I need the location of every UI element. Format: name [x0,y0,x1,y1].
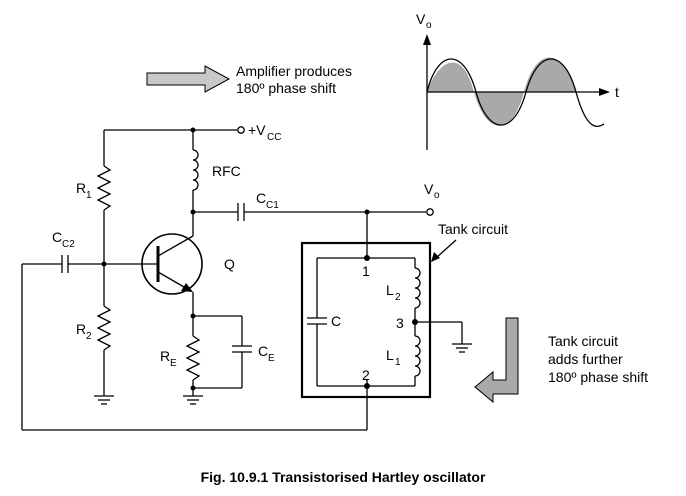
node-2-dot [364,383,370,389]
output-waveform-graph: V o t [416,11,619,150]
node-1-dot [364,255,370,261]
graph-x-arrow-icon [599,88,610,96]
tank-text-line3: 180º phase shift [548,369,648,385]
graph-y-label-sub: o [426,20,432,31]
tank-callout-line [435,239,457,259]
r1-resistor-icon [96,165,112,211]
ground-icon [183,395,203,405]
tank-circuit-label: Tank circuit [438,221,508,237]
tank-text-line1: Tank circuit [548,333,618,349]
tank-circuit-box [300,241,432,399]
l2-coil-icon [414,267,421,309]
waveform-fill [427,57,576,126]
node-dot [190,385,196,391]
node-3-label: 3 [396,315,404,331]
ground-icon [94,395,114,405]
tank-text-line2: adds further [548,351,623,367]
l1-label: L [386,347,394,363]
bent-arrow-icon [474,317,519,404]
right-arrow-icon [146,65,231,93]
r1-label: R [76,180,86,196]
vo-label: V [424,181,434,197]
q-label: Q [224,256,235,272]
node-1-label: 1 [362,263,370,279]
amplifier-annotation: Amplifier produces 180º phase shift [146,63,352,96]
node-2-label: 2 [362,367,370,383]
l1-label-sub: 1 [395,357,401,368]
tank-annotation: Tank circuit adds further 180º phase shi… [474,317,648,404]
re-label: R [160,348,170,364]
callout-arrow-icon [431,252,440,262]
l2-label-sub: 2 [395,292,401,303]
r1-label-sub: 1 [86,190,92,201]
figure-caption: Fig. 10.9.1 Transistorised Hartley oscil… [201,469,486,485]
tank-c-label: C [331,313,341,329]
re-resistor-icon [185,335,201,381]
l1-coil-icon [414,335,421,377]
transistor-body [141,233,203,295]
graph-y-label: V [416,11,426,27]
ce-label: C [258,343,268,359]
cc1-label: C [256,190,266,206]
r2-label-sub: 2 [86,331,92,342]
vo-terminal [426,208,434,216]
graph-y-arrow-icon [423,34,431,45]
feedback-coupling: C C2 [21,229,367,431]
vcc-label: +V [248,122,266,138]
cc1-label-sub: C1 [266,200,279,211]
graph-x-label: t [615,84,619,100]
r2-label: R [76,321,86,337]
tank-circuit: C 1 2 3 L 2 L 1 Tank circuit [300,212,508,430]
re-label-sub: E [170,358,177,369]
r2-resistor-icon [96,305,112,351]
vcc-terminal [237,126,245,134]
emitter-arrow-icon [181,283,193,292]
vcc-label-sub: CC [267,132,281,143]
rfc-coil-icon [192,149,199,191]
ground-icon [452,343,472,353]
l2-label: L [386,282,394,298]
supply-rail: +V CC [104,122,281,143]
transistor-collector [157,235,194,257]
cc2-label-sub: C2 [62,239,75,250]
bias-network: R 1 R 2 [76,130,114,405]
amplifier-text-line2: 180º phase shift [236,80,336,96]
rfc-inductor: RFC [190,130,241,215]
vo-label-sub: o [434,190,440,201]
ce-label-sub: E [268,353,275,364]
amplifier-text-line1: Amplifier produces [236,63,352,79]
emitter-network: R E C E [160,313,275,405]
cc2-label: C [52,229,62,245]
rfc-label: RFC [212,163,241,179]
transistor-q: Q [104,212,235,316]
output-coupling: C C1 V o [193,181,440,221]
